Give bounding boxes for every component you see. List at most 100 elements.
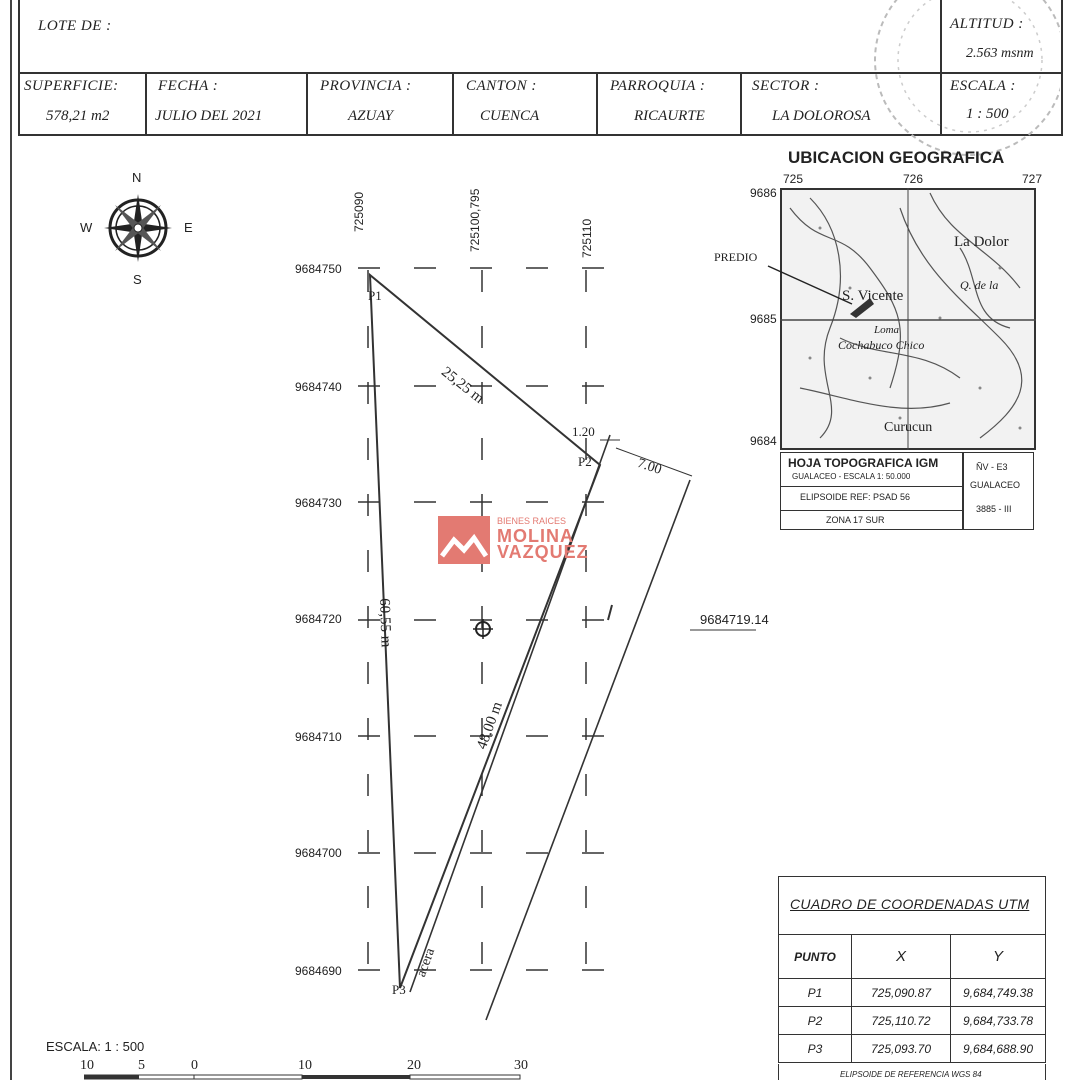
map-place-dolor: La Dolor xyxy=(954,234,1009,250)
dim-small: 1.20 xyxy=(572,424,595,439)
scale-label: 10 xyxy=(298,1058,312,1073)
predio-label: PREDIO xyxy=(714,250,758,264)
parroquia-value: RICAURTE xyxy=(634,108,705,124)
map-place-cochabuco: Cochabuco Chico xyxy=(838,338,925,352)
utm-cell: 9,684,749.38 xyxy=(950,978,1046,1007)
hoja-box xyxy=(780,452,1034,530)
ubicacion-title: UBICACION GEOGRAFICA xyxy=(788,148,1005,167)
utm-cell: 725,090.87 xyxy=(851,978,951,1007)
utm-footer: ELIPSOIDE DE REFERENCIA WGS 84 xyxy=(840,1070,982,1079)
utm-cell: P2 xyxy=(778,1006,852,1035)
map-y-tick: 9684 xyxy=(750,434,777,448)
y-tick: 9684700 xyxy=(295,846,342,860)
parroquia-label: PARROQUIA : xyxy=(610,78,706,94)
page-border-left xyxy=(10,0,12,1080)
compass-w-label: W xyxy=(80,220,93,235)
map-x-tick: 726 xyxy=(903,172,924,186)
provincia-label: PROVINCIA : xyxy=(320,78,412,94)
y-tick: 9684710 xyxy=(295,730,342,744)
header-table xyxy=(18,0,1063,136)
map-x-tick: 727 xyxy=(1022,172,1043,186)
compass-s-label: S xyxy=(133,272,142,287)
predio-pointer xyxy=(767,265,853,305)
point-p1: P1 xyxy=(368,288,382,303)
superficie-label: SUPERFICIE: xyxy=(24,78,119,94)
point-p2: P2 xyxy=(578,454,592,469)
header-divider xyxy=(596,72,598,136)
fecha-label: FECHA : xyxy=(158,78,219,94)
watermark-line1: MOLINA xyxy=(497,526,574,546)
map-y-tick: 9686 xyxy=(750,186,777,200)
hoja-elipsoide: ELIPSOIDE REF: PSAD 56 xyxy=(800,492,911,502)
y-tick: 9684750 xyxy=(295,262,342,276)
hoja-divider xyxy=(962,452,964,530)
compass-rose-icon xyxy=(104,194,172,262)
hoja-sub: GUALACEO - ESCALA 1: 50.000 xyxy=(792,472,911,481)
table-row: P3 725,093.70 9,684,688.90 xyxy=(778,1034,1046,1063)
map-y-tick: 9685 xyxy=(750,312,777,326)
x-tick: 725090 xyxy=(352,191,366,232)
sector-label: SECTOR : xyxy=(752,78,820,94)
scale-bar-graphic xyxy=(84,1074,521,1080)
compass-e-label: E xyxy=(184,220,193,235)
watermark-line2: VAZQUEZ xyxy=(497,542,589,562)
y-tick: 9684740 xyxy=(295,380,342,394)
hoja-title: HOJA TOPOGRAFICA IGM xyxy=(788,456,939,470)
scale-label: 5 xyxy=(138,1058,145,1073)
hoja-divider xyxy=(780,486,962,487)
hoja-zona: ZONA 17 SUR xyxy=(826,515,885,525)
utm-title-box xyxy=(778,876,1046,934)
escala-label: ESCALA : xyxy=(950,78,1016,94)
table-row: P1 725,090.87 9,684,749.38 xyxy=(778,978,1046,1007)
hoja-divider xyxy=(780,510,962,511)
scale-label: 30 xyxy=(514,1058,528,1073)
y-tick: 9684720 xyxy=(295,612,342,626)
utm-cell: P1 xyxy=(778,978,852,1007)
superficie-value: 578,21 m2 xyxy=(46,108,110,124)
watermark-logo-icon xyxy=(438,516,490,564)
utm-title: CUADRO DE COORDENADAS UTM xyxy=(790,896,1030,912)
canton-label: CANTON : xyxy=(466,78,537,94)
header-divider xyxy=(145,72,147,136)
table-row: P2 725,110.72 9,684,733.78 xyxy=(778,1006,1046,1035)
sector-value: LA DOLOROSA xyxy=(772,108,871,124)
map-place-loma: Loma xyxy=(874,324,900,336)
header-divider xyxy=(18,72,1063,74)
canton-value: CUENCA xyxy=(480,108,540,124)
scale-title: ESCALA: 1 : 500 xyxy=(46,1039,145,1054)
utm-header: Y xyxy=(950,934,1046,979)
altitud-value: 2.563 msnm xyxy=(966,46,1034,61)
utm-header: PUNTO xyxy=(778,934,852,979)
scale-label: 0 xyxy=(191,1058,198,1073)
utm-cell: 725,093.70 xyxy=(851,1034,951,1063)
utm-cell: 725,110.72 xyxy=(851,1006,951,1035)
dim-p1-p3: 60,55 m xyxy=(376,598,394,648)
header-divider xyxy=(740,72,742,136)
map-place-vicente: S. Vicente xyxy=(842,288,904,304)
utm-header: X xyxy=(851,934,951,979)
x-tick: 725100,795 xyxy=(468,188,482,252)
fecha-value: JULIO DEL 2021 xyxy=(155,108,263,124)
map-x-tick: 725 xyxy=(783,172,804,186)
centroid-coordinate: 9684719.14 xyxy=(700,612,769,627)
altitud-label: ALTITUD : xyxy=(950,16,1024,32)
hoja-code: 3885 - III xyxy=(976,504,1012,514)
lote-label: LOTE DE : xyxy=(38,18,112,34)
y-tick: 9684730 xyxy=(295,496,342,510)
hoja-nv: ÑV - E3 xyxy=(976,462,1008,472)
watermark-small: BIENES RAICES xyxy=(497,516,567,526)
provincia-value: AZUAY xyxy=(348,108,394,124)
scale-label: 10 xyxy=(80,1058,94,1073)
map-place-q: Q. de la xyxy=(960,278,999,292)
location-map xyxy=(780,188,1036,450)
point-p3: P3 xyxy=(392,982,406,997)
map-place-curucun: Curucun xyxy=(884,420,933,435)
hoja-gualaceo: GUALACEO xyxy=(970,480,1021,490)
plot-plan xyxy=(358,267,756,1021)
header-divider xyxy=(306,72,308,136)
utm-footer-box xyxy=(778,1064,1046,1080)
utm-header-row: PUNTO X Y xyxy=(778,934,1046,979)
escala-value: 1 : 500 xyxy=(966,106,1009,122)
utm-table: PUNTO X Y P1 725,090.87 9,684,749.38 P2 … xyxy=(778,934,1046,1063)
header-divider xyxy=(452,72,454,136)
